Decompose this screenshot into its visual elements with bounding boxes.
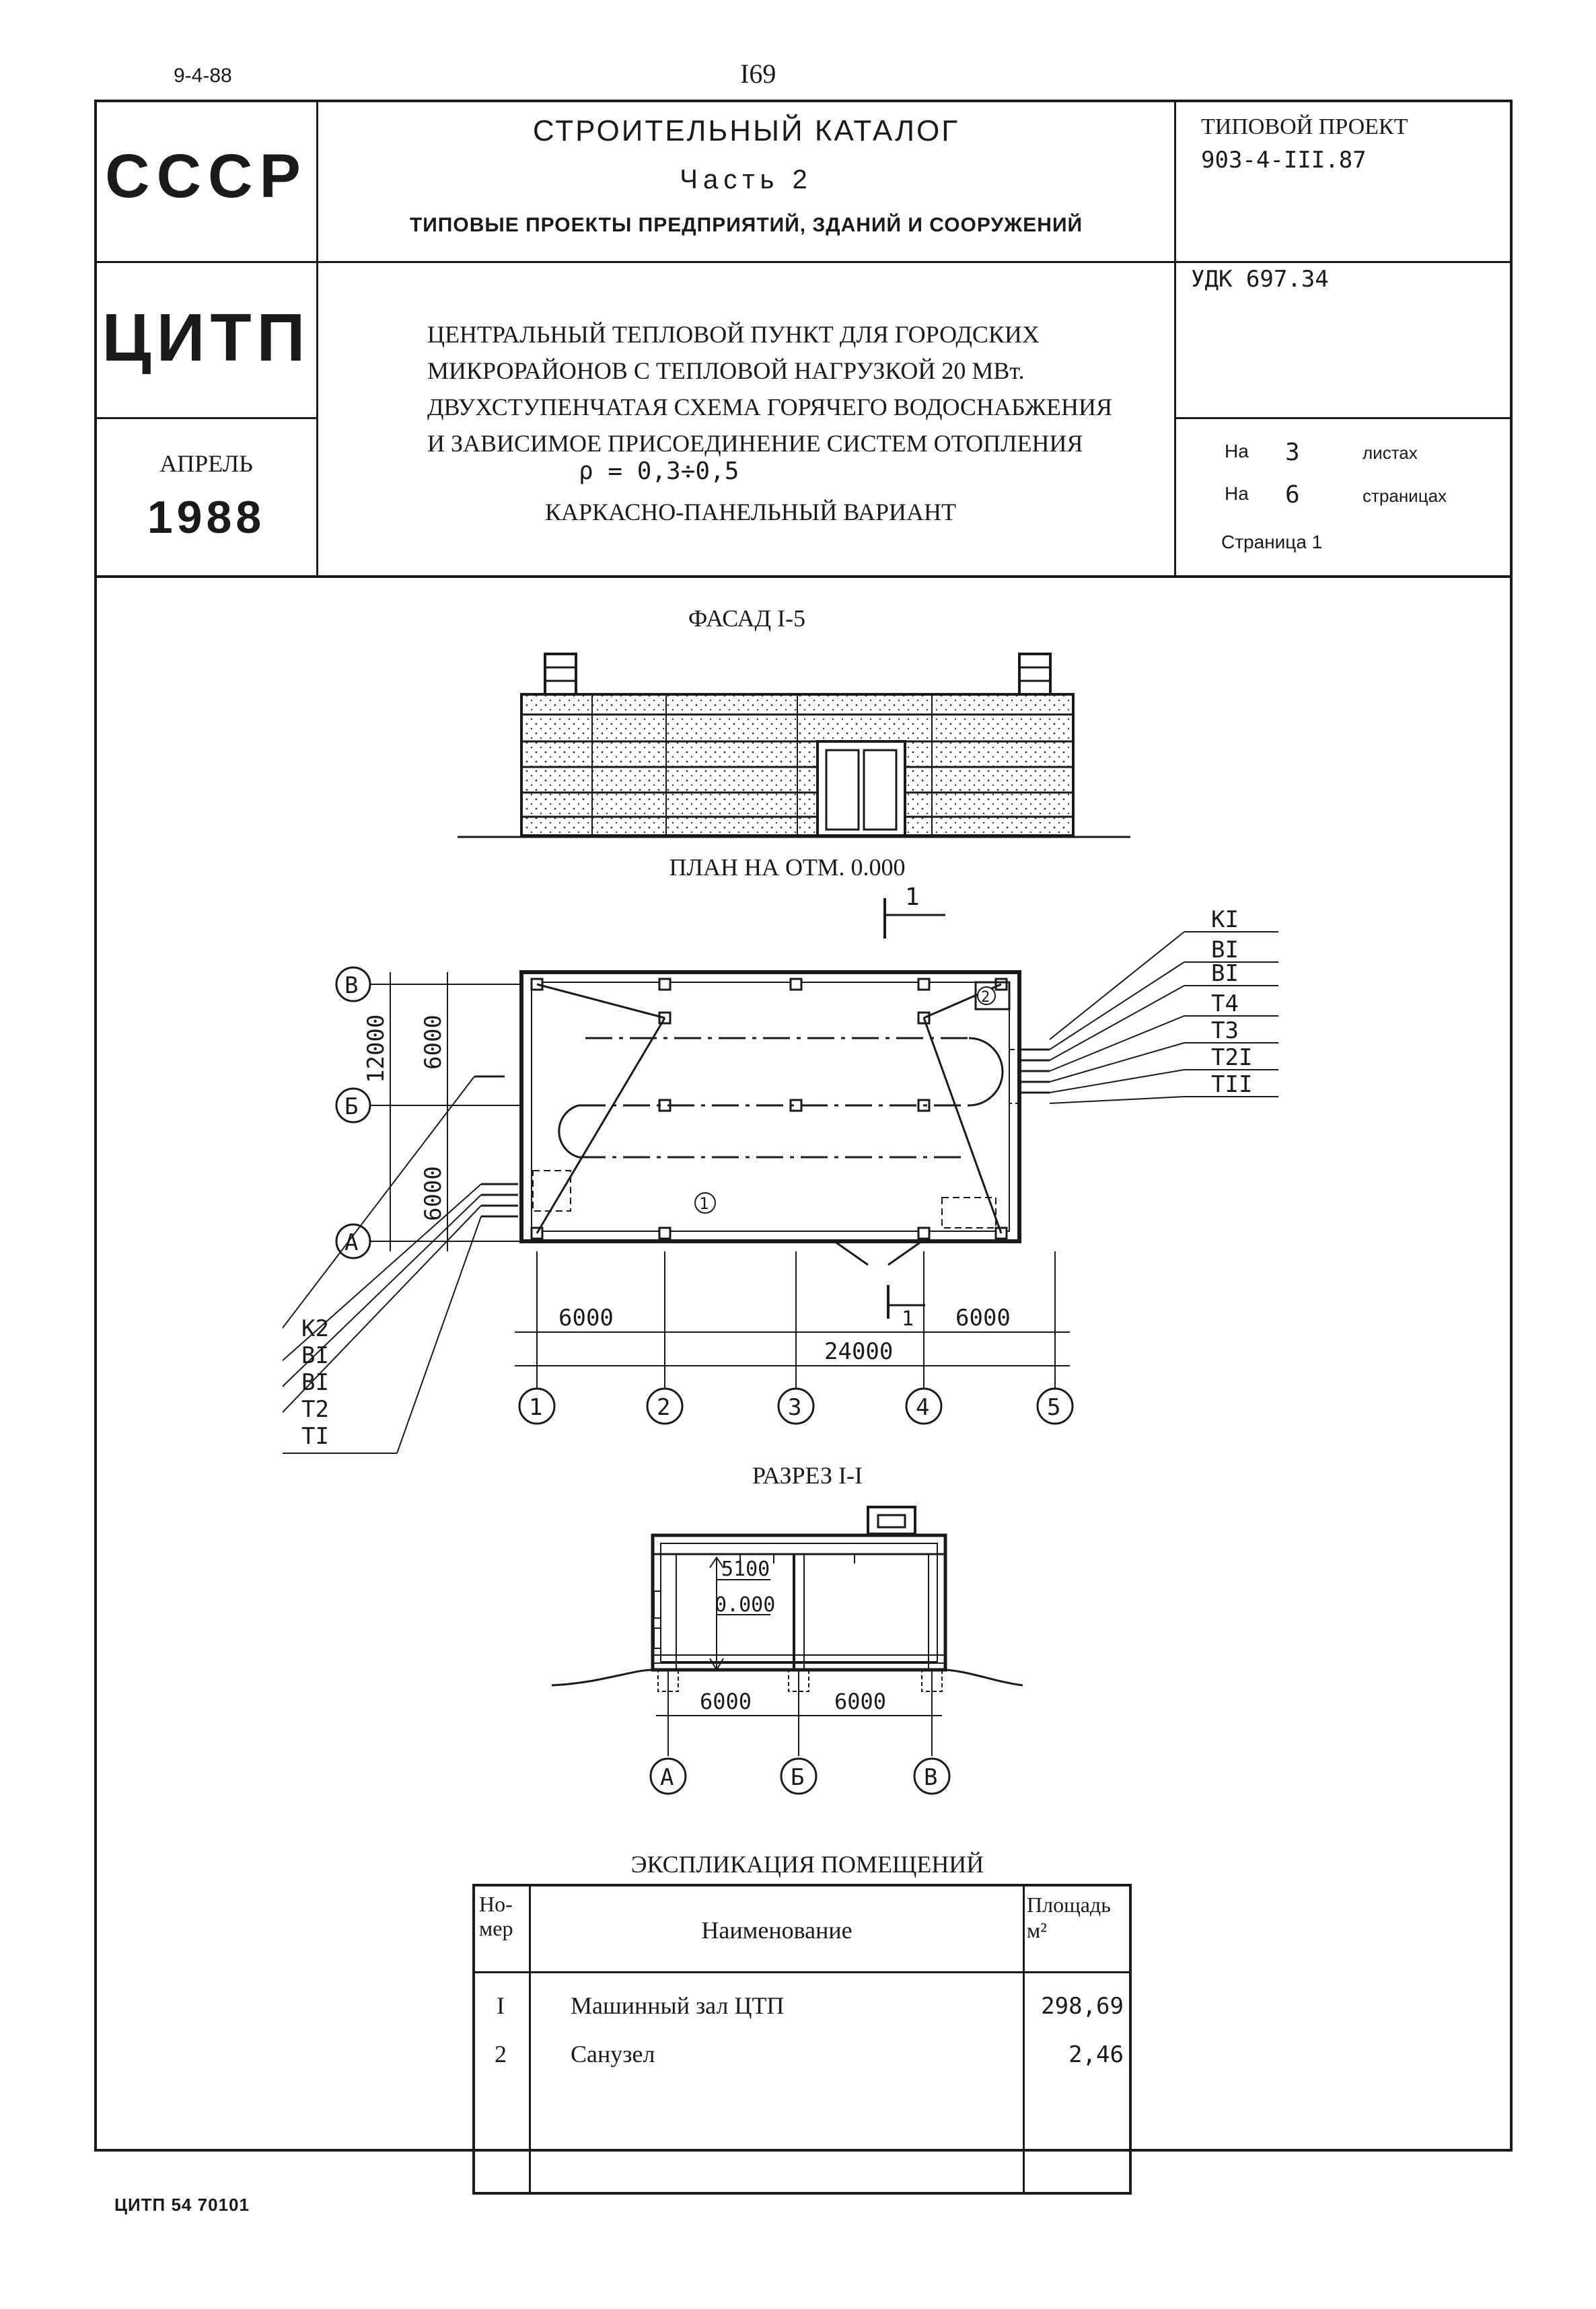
project-description: ЦЕНТРАЛЬНЫЙ ТЕПЛОВОЙ ПУНКТ ДЛЯ ГОРОДСКИХ… bbox=[427, 316, 1112, 462]
axis-letter-A: А bbox=[344, 1229, 358, 1256]
section-dim-6000-right: 6000 bbox=[834, 1689, 886, 1714]
column-header-number: Но- мер bbox=[479, 1892, 513, 1940]
explication-title: ЭКСПЛИКАЦИЯ ПОМЕЩЕНИЙ bbox=[630, 1851, 984, 1878]
plan-drawing: 1 2 1 В Б А 12000 6000 60 bbox=[283, 883, 1278, 1454]
section-dim-6000-left: 6000 bbox=[700, 1689, 752, 1714]
sheet-frame bbox=[94, 100, 1513, 2152]
axis-number-2: 2 bbox=[657, 1394, 670, 1421]
description-line: МИКРОРАЙОНОВ С ТЕПЛОВОЙ НАГРУЗКОЙ 20 МВт… bbox=[427, 357, 1025, 384]
table-header-divider bbox=[472, 1971, 1132, 1973]
doc-code-top: 9-4-88 bbox=[174, 65, 232, 87]
pipe-label-left: T2 bbox=[301, 1396, 329, 1423]
dim-6000-right: 6000 bbox=[955, 1305, 1011, 1331]
citp-label: ЦИТП bbox=[102, 300, 311, 375]
header-left-divider bbox=[94, 417, 318, 419]
pages-word: страницах bbox=[1363, 486, 1447, 506]
dim-6000-lower: 6000 bbox=[420, 1166, 447, 1221]
pipe-label-right: T3 bbox=[1211, 1017, 1239, 1044]
facade-title: ФАСАД I-5 bbox=[688, 605, 806, 632]
pipe-label-right: TII bbox=[1211, 1071, 1252, 1098]
project-number: 903-4-III.87 bbox=[1201, 147, 1367, 174]
room-number-2: 2 bbox=[981, 989, 990, 1006]
table-col-divider bbox=[529, 1884, 531, 2195]
section-axis-V: В bbox=[924, 1764, 937, 1791]
header-divider-bottom bbox=[94, 575, 1513, 578]
year-label: 1988 bbox=[147, 492, 266, 543]
axis-number-4: 4 bbox=[916, 1394, 929, 1421]
sheets-prefix: На bbox=[1225, 441, 1249, 462]
axis-number-3: 3 bbox=[788, 1394, 801, 1421]
row-number: 2 bbox=[495, 2041, 507, 2067]
dim-6000-upper: 6000 bbox=[420, 1015, 447, 1070]
table-col-divider bbox=[1023, 1884, 1025, 2195]
catalog-subtitle: ТИПОВЫЕ ПРОЕКТЫ ПРЕДПРИЯТИЙ, ЗДАНИЙ И СО… bbox=[409, 214, 1083, 236]
section-drawing: 5100 0.000 6000 6000 А Б В bbox=[551, 1506, 1023, 1795]
description-line: И ЗАВИСИМОЕ ПРИСОЕДИНЕНИЕ СИСТЕМ ОТОПЛЕН… bbox=[427, 430, 1083, 457]
header-col-divider-left bbox=[316, 100, 318, 577]
header-divider-1 bbox=[94, 261, 1513, 263]
header-right-divider bbox=[1174, 417, 1513, 419]
explication-table bbox=[472, 1884, 1132, 2195]
row-area: 2,46 bbox=[1068, 2041, 1124, 2068]
sheets-count: 3 bbox=[1285, 439, 1300, 466]
pipe-label-left: BI bbox=[301, 1369, 329, 1396]
column-header-area: Площадь м² bbox=[1027, 1893, 1111, 1942]
header-col-divider-right bbox=[1174, 100, 1176, 577]
pipe-label-right: BI bbox=[1211, 937, 1239, 963]
description-line: ДВУХСТУПЕНЧАТАЯ СХЕМА ГОРЯЧЕГО ВОДОСНАБЖ… bbox=[427, 394, 1112, 420]
project-label: ТИПОВОЙ ПРОЕКТ bbox=[1201, 114, 1408, 139]
axis-number-5: 5 bbox=[1047, 1394, 1060, 1421]
month-label: АПРЕЛЬ bbox=[159, 450, 253, 477]
row-number: I bbox=[497, 1992, 505, 2019]
facade-drawing bbox=[458, 653, 1130, 838]
variant-label: КАРКАСНО-ПАНЕЛЬНЫЙ ВАРИАНТ bbox=[545, 499, 956, 525]
axis-letter-V: В bbox=[344, 972, 358, 999]
dim-6000-left: 6000 bbox=[558, 1305, 614, 1331]
pipe-label-right: T4 bbox=[1211, 990, 1239, 1017]
pipe-label-right: T2I bbox=[1211, 1044, 1252, 1071]
dim-12000: 12000 bbox=[363, 1015, 390, 1083]
column-header-name: Наименование bbox=[701, 1917, 853, 1944]
plan-title: ПЛАН НА ОТМ. 0.000 bbox=[669, 854, 906, 881]
section-title: РАЗРЕЗ I-I bbox=[752, 1462, 863, 1489]
elevation-zero: 0.000 bbox=[715, 1593, 775, 1617]
row-name: Машинный зал ЦТП bbox=[571, 1992, 785, 2019]
left-pipe-labels: K2 BI BI T2 TI bbox=[301, 1315, 329, 1450]
dim-24000: 24000 bbox=[824, 1338, 893, 1365]
footer-code: ЦИТП 54 70101 bbox=[114, 2195, 250, 2215]
page-label: Страница 1 bbox=[1221, 532, 1323, 552]
pages-count: 6 bbox=[1285, 481, 1300, 509]
axis-letter-B: Б bbox=[344, 1093, 358, 1120]
row-name: Санузел bbox=[571, 2041, 655, 2067]
pipe-label-left: BI bbox=[301, 1342, 329, 1369]
sheets-word: листах bbox=[1363, 443, 1418, 463]
section-mark-bottom: 1 bbox=[902, 1307, 914, 1331]
room-number-1: 1 bbox=[699, 1194, 709, 1213]
ussr-label: СССР bbox=[105, 142, 307, 211]
description-line: ЦЕНТРАЛЬНЫЙ ТЕПЛОВОЙ ПУНКТ ДЛЯ ГОРОДСКИХ bbox=[427, 321, 1040, 348]
elevation-top: 5100 bbox=[721, 1557, 770, 1581]
row-area: 298,69 bbox=[1041, 1993, 1124, 2020]
axis-number-1: 1 bbox=[529, 1394, 542, 1421]
pages-prefix: На bbox=[1225, 483, 1249, 504]
section-mark-top: 1 bbox=[905, 883, 920, 911]
section-axis-A: А bbox=[660, 1764, 674, 1791]
catalog-part: Часть 2 bbox=[680, 165, 813, 194]
catalog-title: СТРОИТЕЛЬНЫЙ КАТАЛОГ bbox=[532, 114, 960, 147]
page-number: I69 bbox=[740, 59, 776, 89]
pipe-label-left: K2 bbox=[301, 1315, 329, 1342]
rho-formula: ρ = 0,3÷0,5 bbox=[579, 457, 739, 485]
pipe-label-left: TI bbox=[301, 1423, 329, 1450]
pipe-label-right: KI bbox=[1211, 906, 1239, 933]
section-axis-B: Б bbox=[791, 1764, 804, 1791]
udk-code: УДК 697.34 bbox=[1191, 266, 1329, 293]
pipe-label-right: BI bbox=[1211, 960, 1239, 987]
